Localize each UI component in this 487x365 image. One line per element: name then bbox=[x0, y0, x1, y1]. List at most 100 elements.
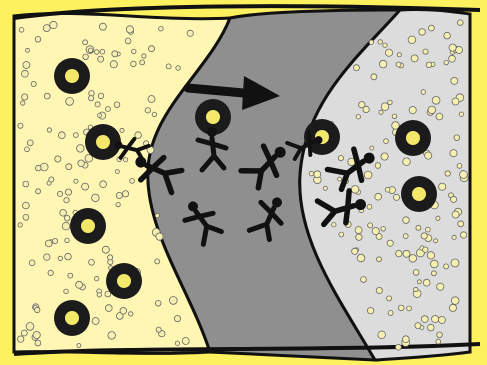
dot bbox=[40, 163, 48, 171]
dot bbox=[423, 279, 430, 286]
dot bbox=[378, 40, 382, 44]
dot bbox=[64, 215, 70, 221]
dot bbox=[115, 170, 119, 174]
dot bbox=[427, 252, 434, 259]
dot bbox=[403, 250, 410, 257]
dot bbox=[175, 341, 179, 345]
dot bbox=[92, 194, 100, 202]
dot bbox=[361, 277, 367, 283]
dot bbox=[140, 60, 145, 65]
dot bbox=[159, 26, 164, 31]
dot bbox=[396, 344, 402, 350]
dot bbox=[126, 26, 133, 33]
dot bbox=[97, 293, 101, 297]
dot bbox=[120, 308, 127, 315]
dot bbox=[428, 324, 435, 331]
dot bbox=[148, 96, 155, 103]
dot bbox=[371, 74, 377, 80]
dot bbox=[125, 38, 131, 44]
dot bbox=[364, 171, 372, 179]
dot bbox=[89, 259, 95, 265]
dot bbox=[423, 247, 428, 252]
dot bbox=[31, 81, 36, 86]
dot bbox=[116, 202, 120, 206]
dot bbox=[387, 296, 392, 301]
dot bbox=[451, 297, 459, 305]
dot bbox=[429, 25, 435, 31]
dot bbox=[408, 36, 416, 44]
dot bbox=[129, 312, 133, 316]
dot bbox=[416, 225, 421, 230]
dot bbox=[155, 259, 160, 264]
dot bbox=[388, 100, 393, 105]
dot bbox=[65, 189, 71, 195]
dot bbox=[385, 187, 390, 192]
dot bbox=[27, 140, 33, 146]
dot bbox=[174, 316, 180, 322]
dot bbox=[439, 183, 446, 190]
dot bbox=[425, 227, 430, 232]
dot bbox=[459, 112, 463, 116]
dot bbox=[98, 93, 104, 99]
dot bbox=[36, 165, 42, 171]
dot bbox=[156, 233, 163, 240]
dot bbox=[445, 171, 450, 176]
ball-icon bbox=[395, 120, 431, 156]
dot bbox=[123, 158, 127, 162]
dot bbox=[403, 158, 411, 166]
dot bbox=[58, 132, 65, 139]
dot bbox=[62, 222, 70, 230]
dot bbox=[449, 55, 456, 62]
dot bbox=[83, 54, 89, 60]
dot bbox=[415, 323, 421, 329]
dot bbox=[421, 90, 426, 95]
dot bbox=[357, 254, 365, 262]
dot bbox=[64, 289, 69, 294]
dot bbox=[402, 336, 409, 343]
dot bbox=[375, 193, 382, 200]
dot bbox=[388, 310, 393, 315]
dot bbox=[376, 287, 382, 293]
dot bbox=[18, 223, 22, 227]
dot bbox=[142, 54, 146, 58]
dot bbox=[398, 305, 404, 311]
dot bbox=[22, 94, 28, 100]
ball-icon bbox=[85, 124, 121, 160]
dot bbox=[110, 61, 117, 68]
dot bbox=[64, 198, 69, 203]
dot bbox=[397, 53, 401, 57]
dot bbox=[145, 108, 150, 113]
dot bbox=[451, 77, 458, 84]
dot bbox=[44, 254, 50, 260]
dot bbox=[454, 135, 460, 141]
dot bbox=[338, 156, 343, 161]
dot bbox=[44, 93, 50, 99]
dot bbox=[18, 123, 23, 128]
dot bbox=[120, 128, 124, 132]
dot bbox=[73, 133, 78, 138]
dot bbox=[383, 43, 387, 47]
dot bbox=[356, 115, 360, 119]
dot bbox=[353, 65, 359, 71]
dot bbox=[66, 98, 74, 106]
dot bbox=[22, 70, 29, 77]
dot bbox=[355, 227, 362, 234]
dot bbox=[384, 139, 389, 144]
dot bbox=[45, 240, 52, 247]
dot bbox=[92, 318, 99, 325]
ball-icon bbox=[54, 300, 90, 336]
dot bbox=[47, 128, 51, 132]
dot bbox=[105, 107, 110, 112]
dot bbox=[372, 228, 379, 235]
dot bbox=[57, 191, 62, 196]
dot bbox=[309, 171, 314, 176]
dot bbox=[367, 308, 373, 314]
dot bbox=[105, 305, 112, 312]
dot bbox=[83, 40, 88, 45]
dot bbox=[431, 260, 439, 268]
dot bbox=[122, 191, 128, 197]
dot bbox=[26, 323, 34, 331]
dot bbox=[98, 56, 104, 62]
dot bbox=[95, 102, 100, 107]
dot bbox=[77, 145, 85, 153]
